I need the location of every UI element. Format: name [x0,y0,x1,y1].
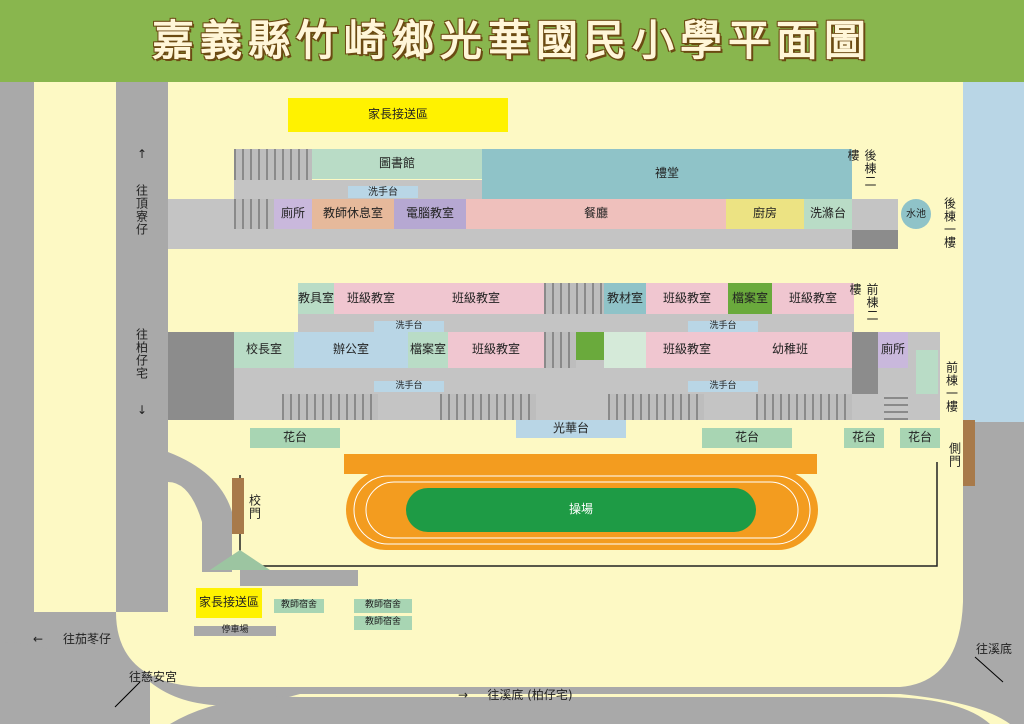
teacher-dorm-3: 教師宿舍 [354,616,412,630]
room-archive-lower: 檔案室 [408,332,448,368]
rear-sink: 洗手台 [348,186,418,198]
room-kitchen: 廚房 [726,199,804,229]
track-straight [344,454,817,474]
front-columns-4 [756,394,852,420]
water-channel [963,82,1024,422]
school-gate [232,478,244,534]
flower-bed-2: 花台 [702,428,792,448]
room-class-lower-2: 班級教室 [646,332,728,368]
room-rear-toilet: 廁所 [274,199,312,229]
room-archive-upper: 檔案室 [728,283,772,314]
arrow-up-icon: ↑ [136,147,148,162]
gate-path [240,570,358,586]
flower-bed-1: 花台 [250,428,340,448]
title-band [0,0,1024,82]
front-sink-upper-left: 洗手台 [374,321,444,332]
teacher-dorm-2: 教師宿舍 [354,599,412,613]
room-teacher-lounge: 教師休息室 [312,199,394,229]
playground-field [406,488,756,532]
room-kindergarten: 幼稚班 [728,332,852,368]
parent-pickup-top: 家長接送區 [288,98,508,132]
label-side-gate: 側門 [947,442,962,468]
label-front-floor2: 前棟二樓 [848,283,879,322]
front-stairs-upper [544,283,604,314]
map-title: 嘉義縣竹崎鄉光華國民小學平面圖 [151,15,872,65]
road-left-outer [0,82,34,612]
front-green-strip [916,350,938,394]
room-class-upper-4: 班級教室 [772,283,854,314]
rear-stairs-2 [234,199,274,229]
playground-label: 操場 [568,502,593,517]
room-class-upper-3: 班級教室 [646,283,728,314]
label-to-xidi: 往溪底 [975,642,1012,657]
label-front-floor1: 前棟一樓 [944,361,959,413]
room-class-lower-1: 班級教室 [448,332,544,368]
front-sink-upper-right: 洗手台 [688,321,758,332]
front-left-block [168,332,234,420]
road-to-gate [168,452,232,572]
room-class-upper-2: 班級教室 [408,283,544,314]
label-to-xidi-baizaizhai: 往溪底 (柏仔宅) [487,688,573,703]
room-class-upper-1: 班級教室 [334,283,408,314]
front-sink-lower-left: 洗手台 [374,381,444,392]
room-auditorium: 禮堂 [482,149,852,199]
front-pale-block [604,332,646,368]
room-principal: 校長室 [234,332,294,368]
arrow-right-icon: → [457,688,469,703]
front-stairs-lower [544,332,576,368]
label-rear-floor2: 後棟二樓 [846,149,877,188]
label-to-baizaizhai: 往柏仔宅 [134,328,149,380]
front-green-block [576,332,604,360]
arrow-left-icon: ← [32,632,44,647]
label-to-jiaoliaozai: 往茄苳仔 [62,632,111,647]
side-gate [963,420,975,486]
label-to-ciangong: 往慈安宮 [128,670,177,685]
teacher-dorm-1: 教師宿舍 [274,599,324,613]
water-pond: 水池 [901,199,931,229]
room-materials: 教材室 [604,283,646,314]
room-dining: 餐廳 [466,199,726,229]
room-office: 辦公室 [294,332,408,368]
label-rear-floor1: 後棟一樓 [942,197,957,249]
rear-stair-block [852,230,898,249]
room-computer: 電腦教室 [394,199,466,229]
room-wash: 洗滌台 [804,199,852,229]
front-columns-2 [440,394,536,420]
front-stair-block [852,332,878,394]
road-left-verge [34,82,116,612]
front-side-stairs [884,394,908,420]
front-columns-3 [608,394,704,420]
stage-guanghua: 光華台 [516,420,626,438]
flower-bed-3: 花台 [844,428,884,448]
room-teaching-aid: 教具室 [298,283,334,314]
label-to-dingcuozai: 往頂寮仔 [134,184,149,236]
room-front-toilet: 廁所 [878,332,908,368]
label-school-gate: 校門 [247,494,262,520]
road-left-main [116,82,168,612]
front-columns-1 [282,394,378,420]
flower-bed-4: 花台 [900,428,940,448]
parking-lot: 停車場 [194,625,276,636]
gate-roof [210,550,270,570]
room-library: 圖書館 [312,149,482,179]
front-sink-lower-right: 洗手台 [688,381,758,392]
arrow-down-icon: ↓ [136,403,148,418]
parent-pickup-bottom: 家長接送區 [196,588,262,618]
